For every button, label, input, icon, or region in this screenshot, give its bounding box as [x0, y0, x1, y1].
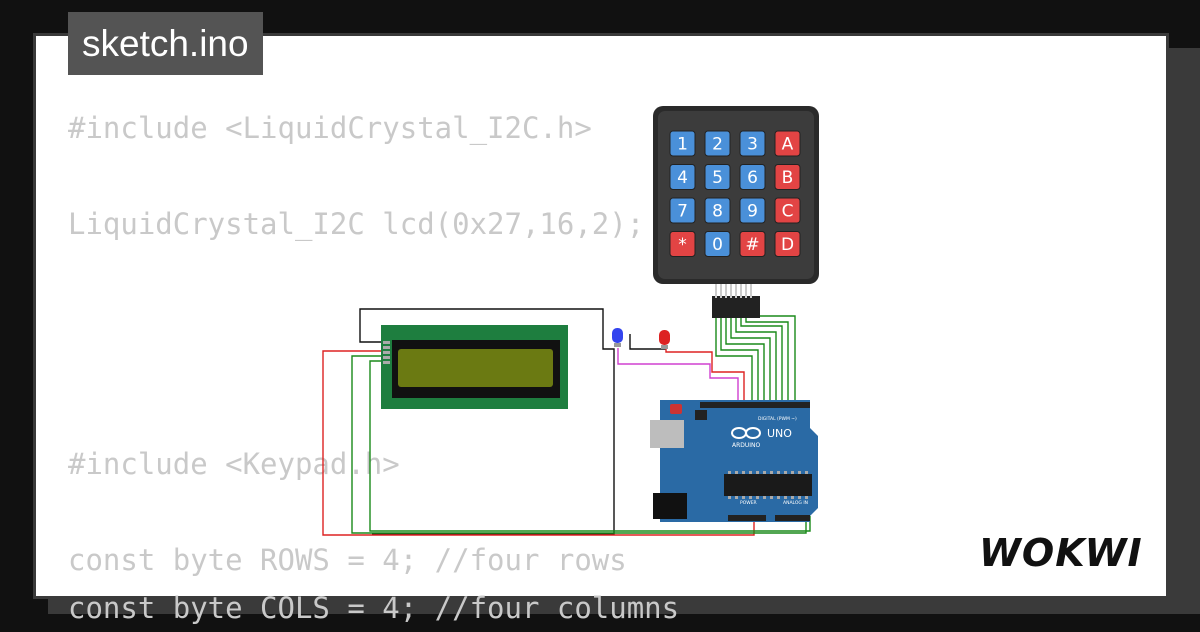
keypad-connector-pins [715, 284, 752, 298]
code-line-11: const byte COLS = 4; //four columns [68, 591, 680, 625]
power-jack [653, 493, 687, 519]
keypad-key-label: 8 [712, 202, 723, 222]
usb-port [650, 420, 684, 448]
keypad-key-label: D [781, 235, 794, 255]
keypad-key-6[interactable]: 6 [739, 164, 766, 190]
uno-label: UNO [767, 427, 792, 440]
lcd-pins [383, 341, 390, 364]
keypad-key-label: 7 [677, 202, 688, 222]
wire-red-led [665, 348, 745, 403]
wokwi-logo[interactable]: WOKWI [975, 522, 1155, 580]
keypad-key-label: A [782, 135, 794, 155]
keypad-key-7[interactable]: 7 [669, 197, 696, 224]
keypad-key-label: 9 [747, 202, 758, 222]
keypad-key-label: # [745, 235, 759, 255]
power-label: POWER [740, 500, 757, 506]
reset-button [670, 404, 682, 414]
code-line-1: #include <LiquidCrystal_I2C.h> [68, 111, 592, 145]
digital-header [700, 402, 810, 408]
red-led[interactable] [659, 330, 670, 349]
lcd-display[interactable] [381, 325, 568, 409]
wire-keypad-3 [725, 318, 765, 403]
file-tab[interactable]: sketch.ino [68, 12, 263, 75]
wire-green-sda [351, 355, 807, 534]
keypad-key-0[interactable]: 0 [704, 231, 731, 257]
keypad-key-5[interactable]: 5 [704, 164, 731, 190]
wire-keypad-7 [745, 318, 789, 403]
arduino-label: ARDUINO [732, 442, 761, 449]
keypad-key-8[interactable]: 8 [704, 197, 731, 224]
keypad-key-hash[interactable]: # [739, 231, 766, 257]
keypad-key-label: 6 [747, 168, 758, 188]
wire-green-scl [369, 360, 811, 532]
analog-label: ANALOG IN [783, 500, 808, 506]
keypad-key-3[interactable]: 3 [739, 130, 766, 157]
atmega-chip [724, 474, 812, 496]
keypad-key-label: 2 [712, 135, 723, 155]
keypad-key-2[interactable]: 2 [704, 130, 731, 157]
keypad-key-star[interactable]: * [669, 231, 696, 257]
keypad-key-label: 4 [677, 168, 688, 188]
arduino-logo [731, 427, 761, 439]
wire-keypad-5 [735, 318, 777, 403]
keypad-key-label: 5 [712, 168, 723, 188]
wire-black-led-red [629, 334, 666, 350]
wokwi-logo-text: WOKWI [979, 531, 1143, 575]
wire-keypad-4 [730, 318, 771, 403]
digital-label: DIGITAL (PWM ~) [758, 416, 797, 422]
keypad-key-label: B [782, 168, 794, 188]
keypad-key-9[interactable]: 9 [739, 197, 766, 224]
arduino-uno-board[interactable]: UNO ARDUINO DIGITAL (PWM ~) POWER ANALOG… [650, 400, 818, 522]
wire-red-power [322, 350, 755, 536]
chip-pins [728, 471, 808, 499]
preview-card: #include <LiquidCrystal_I2C.h> LiquidCrys… [33, 33, 1169, 625]
keypad-key-d[interactable]: D [774, 231, 801, 257]
wire-pink-led [617, 348, 739, 403]
keypad-key-label: 1 [677, 135, 688, 155]
code-line-3: LiquidCrystal_I2C lcd(0x27,16,2); [68, 207, 645, 241]
code-line-10: const byte ROWS = 4; //four rows [68, 543, 627, 577]
keypad-key-label: 0 [712, 235, 723, 255]
icsp-header [695, 410, 707, 420]
wire-keypad-1 [715, 318, 753, 403]
keypad-key-label: * [678, 235, 687, 255]
wire-keypad-2 [720, 318, 759, 403]
keypad-key-c[interactable]: C [774, 197, 801, 224]
keypad-key-label: 3 [747, 135, 758, 155]
keypad-keys: 1 2 3 A 4 5 6 B 7 8 9 C * 0 # D [669, 130, 801, 257]
keypad-key-label: C [782, 202, 794, 222]
analog-header [775, 515, 810, 521]
wires [322, 308, 811, 536]
keypad[interactable]: 1 2 3 A 4 5 6 B 7 8 9 C * 0 # D [653, 106, 819, 318]
keypad-key-1[interactable]: 1 [669, 130, 696, 157]
wire-keypad-6 [740, 318, 783, 403]
keypad-key-a[interactable]: A [774, 130, 801, 157]
keypad-connector [712, 296, 760, 318]
keypad-key-4[interactable]: 4 [669, 164, 696, 190]
power-header [728, 515, 766, 521]
lcd-screen [398, 349, 553, 387]
wire-black-loop [359, 308, 615, 535]
blue-led[interactable] [612, 328, 623, 347]
keypad-key-b[interactable]: B [774, 164, 801, 190]
